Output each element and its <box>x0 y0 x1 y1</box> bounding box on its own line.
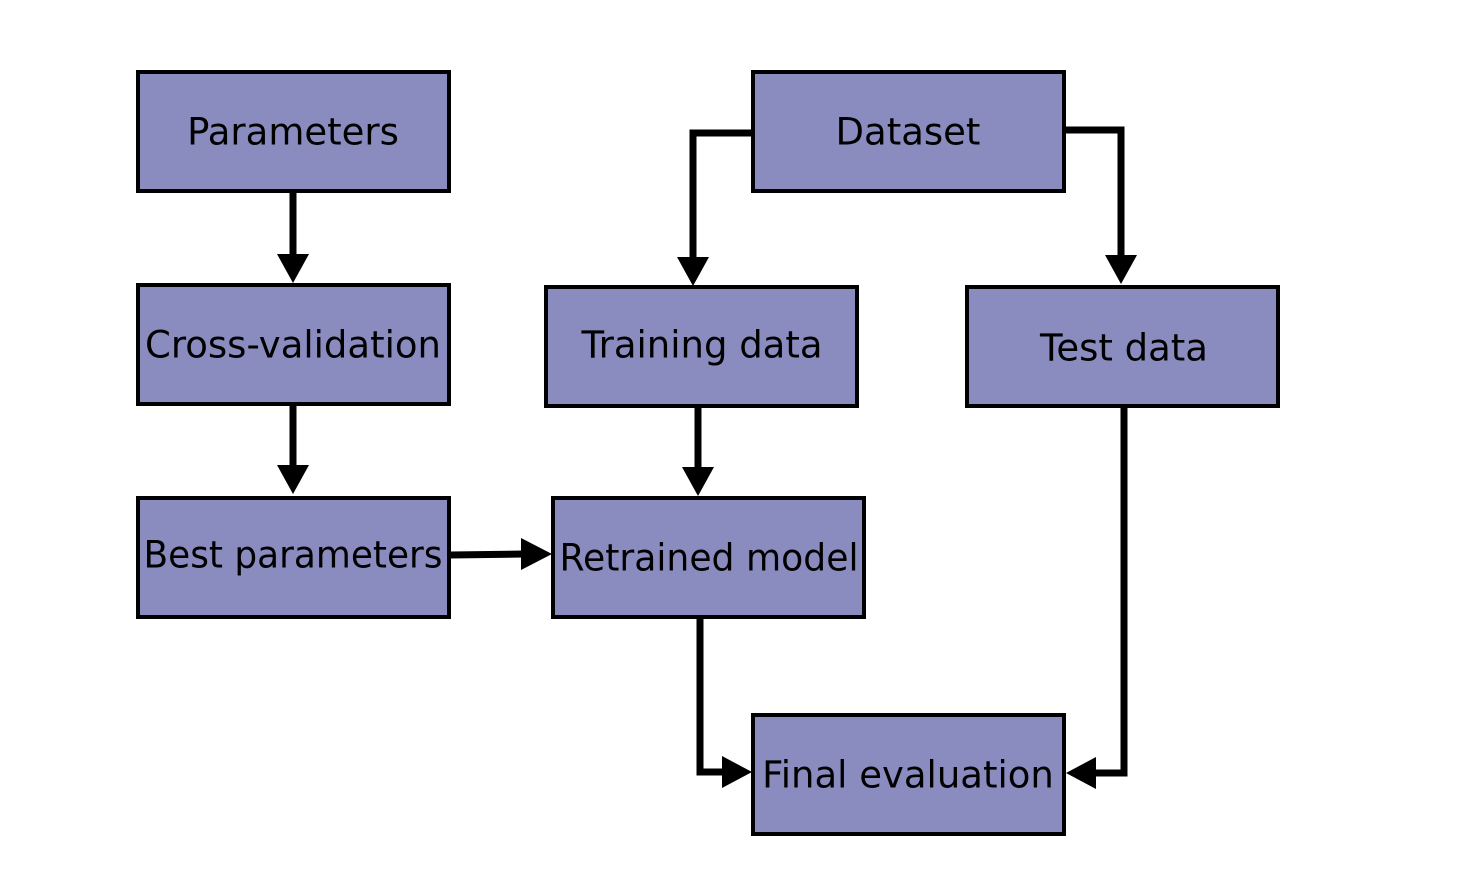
edge-dataset-to-training-data <box>677 129 752 286</box>
nodes: Parameters Cross-validation Best paramet… <box>136 70 1280 836</box>
node-training-data: Training data <box>544 285 859 408</box>
node-best-parameters: Best parameters <box>136 496 451 619</box>
edge-dataset-to-test-data <box>1065 126 1137 284</box>
edge-cross-validation-to-best-parameters <box>277 405 309 494</box>
node-test-data: Test data <box>965 285 1280 408</box>
node-box <box>544 285 859 408</box>
node-label-training-data: Training data <box>580 324 822 367</box>
node-label-best-parameters: Best parameters <box>144 534 443 577</box>
node-parameters: Parameters <box>136 70 451 193</box>
node-box <box>965 285 1280 408</box>
node-box <box>136 283 451 406</box>
arrowhead-left <box>1066 757 1096 789</box>
node-label-cross-validation: Cross-validation <box>145 324 441 367</box>
node-box <box>551 496 866 619</box>
node-cross-validation: Cross-validation <box>136 283 451 406</box>
node-label-retrained-model: Retrained model <box>560 537 859 580</box>
node-label-test-data: Test data <box>1039 327 1208 370</box>
node-label-parameters: Parameters <box>187 111 399 154</box>
node-box <box>751 70 1066 193</box>
arrowhead-down <box>682 467 714 496</box>
node-box <box>136 496 451 619</box>
connectors <box>277 126 1137 789</box>
edge-test-data-to-final-evaluation <box>1066 407 1128 789</box>
edge-training-data-to-retrained-model <box>682 407 714 496</box>
node-retrained-model: Retrained model <box>551 496 866 619</box>
node-label-dataset: Dataset <box>836 111 981 154</box>
arrowhead-right <box>722 756 752 788</box>
arrowhead-down <box>677 257 709 286</box>
arrowhead-down <box>1105 255 1137 284</box>
arrowhead-down <box>277 254 309 283</box>
node-label-final-evaluation: Final evaluation <box>762 754 1054 797</box>
edge-best-parameters-to-retrained-model <box>449 538 552 570</box>
node-dataset: Dataset <box>751 70 1066 193</box>
arrowhead-right <box>521 538 552 570</box>
edge-retrained-model-to-final-evaluation <box>696 618 752 788</box>
node-box <box>751 713 1066 836</box>
arrowhead-down <box>277 465 309 494</box>
node-final-evaluation: Final evaluation <box>751 713 1066 836</box>
edge-parameters-to-cross-validation <box>277 191 309 283</box>
node-box <box>136 70 451 193</box>
